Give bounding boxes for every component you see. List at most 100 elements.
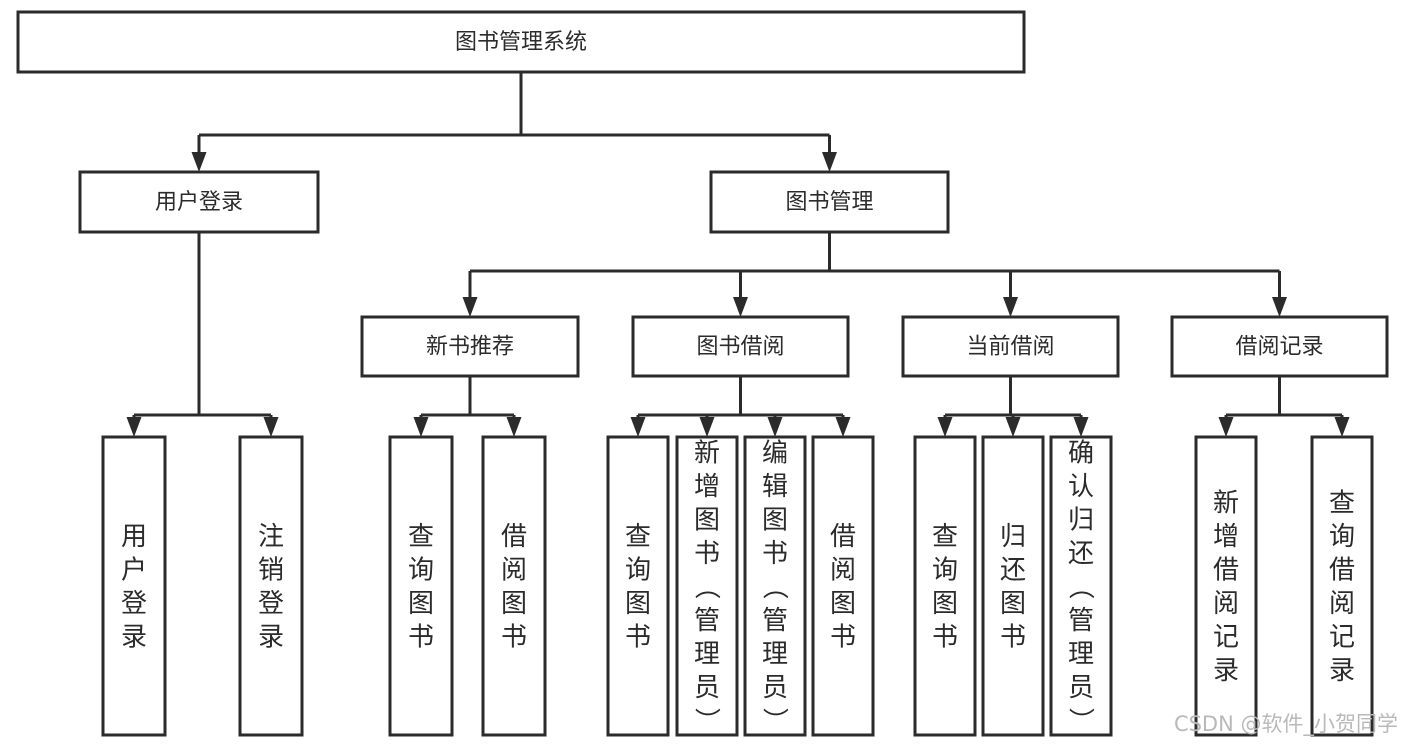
node-label-char: 理 [762,639,788,669]
arrow-head-icon [835,417,851,437]
arrow-head-icon [462,297,478,317]
node-label-char: （ [759,573,789,599]
node-label-char: 录 [1329,656,1355,686]
node-box-user-login [78,170,320,234]
node-label-char: 销 [258,556,284,586]
arrow-head-icon [630,417,646,437]
node-label-root: 图书管理系统 [455,30,587,55]
csdn-watermark: CSDN @软件_小贺同学 [1174,712,1398,737]
node-box-book-borrow [631,315,850,378]
node-label-char: 阅 [1213,589,1239,619]
node-user-login[interactable]: 用户登录 [78,170,320,234]
node-box-leaf-confirm-return [1049,435,1113,737]
node-label-char: ） [691,707,721,733]
node-box-leaf-add-borrow-record [1194,435,1258,737]
node-label-char: 注 [258,522,284,552]
node-label-char: 归 [1000,522,1026,552]
arrow-head-icon [699,417,715,437]
node-root[interactable]: 图书管理系统 [16,10,1026,74]
node-label-char: 询 [932,556,958,586]
node-boxes: 图书管理系统用户登录图书管理新书推荐图书借阅当前借阅借阅记录用户登录注销登录查询… [16,10,1389,737]
node-label-char: 记 [1329,623,1355,653]
node-label-char: 查 [408,522,434,552]
connector-lines [126,72,1350,437]
node-label-char: 查 [625,522,651,552]
arrow-head-icon [1272,297,1287,317]
arrow-head-icon [1218,417,1234,437]
arrow-head-icon [191,152,207,172]
node-label-char: 新 [694,438,720,468]
node-label-user-login: 用户登录 [155,190,243,215]
node-label-char: 用 [121,522,147,552]
arrow-head-icon [1334,417,1350,437]
node-label-char: 借 [830,522,856,552]
node-label-char: 管 [1068,606,1094,636]
node-box-leaf-query-borrow-record [1310,435,1374,737]
node-label-char: 增 [694,472,720,502]
node-book-borrow[interactable]: 图书借阅 [631,315,850,378]
node-label-book-borrow: 图书借阅 [696,335,784,360]
node-label-char: 借 [1329,556,1355,586]
node-box-leaf-borrow-book [811,435,875,737]
node-box-book-management [709,170,950,234]
arrow-head-icon [413,417,429,437]
node-label-char: 询 [408,556,434,586]
node-label-char: 询 [1329,522,1355,552]
node-label-char: 还 [1000,556,1026,586]
arrow-head-icon [767,417,783,437]
node-borrow-record[interactable]: 借阅记录 [1170,315,1389,378]
node-label-char: 登 [258,589,284,619]
node-label-char: 书 [830,623,856,653]
node-label-char: 理 [694,639,720,669]
node-label-char: 图 [625,589,651,619]
node-label-char: 查 [1329,489,1355,519]
node-label-char: 管 [694,606,720,636]
node-current-borrow[interactable]: 当前借阅 [901,315,1120,378]
node-label-char: 编 [762,438,788,468]
arrow-head-icon [1005,417,1021,437]
node-label-char: 借 [1213,556,1239,586]
node-label-char: 员 [694,673,720,703]
node-book-management[interactable]: 图书管理 [709,170,950,234]
node-label-char: 图 [830,589,856,619]
node-label-char: 归 [1068,505,1094,535]
node-label-char: 书 [1000,623,1026,653]
node-box-leaf-edit-book [743,435,807,737]
arrow-head-icon [822,152,837,172]
node-leaf-user-login[interactable]: 用户登录 [101,435,167,737]
node-label-char: 书 [408,623,434,653]
node-new-book-recommend[interactable]: 新书推荐 [360,315,580,378]
node-label-char: 记 [1213,623,1239,653]
node-label-char: 录 [1213,656,1239,686]
node-label-char: 认 [1068,472,1094,502]
node-label-char: 阅 [501,556,527,586]
node-label-char: 书 [501,623,527,653]
node-label-char: 图 [694,505,720,535]
node-label-char: 查 [932,522,958,552]
node-label-char: 还 [1068,539,1094,569]
node-label-char: 借 [501,522,527,552]
node-label-char: 阅 [1329,589,1355,619]
node-box-root [16,10,1026,74]
arrow-head-icon [733,297,748,317]
node-label-char: 员 [762,673,788,703]
node-label-char: ） [1065,707,1095,733]
node-label-char: 图 [1000,589,1026,619]
node-box-leaf-return-book [981,435,1045,737]
node-label-char: 增 [1213,522,1239,552]
node-label-borrow-record: 借阅记录 [1235,335,1323,360]
